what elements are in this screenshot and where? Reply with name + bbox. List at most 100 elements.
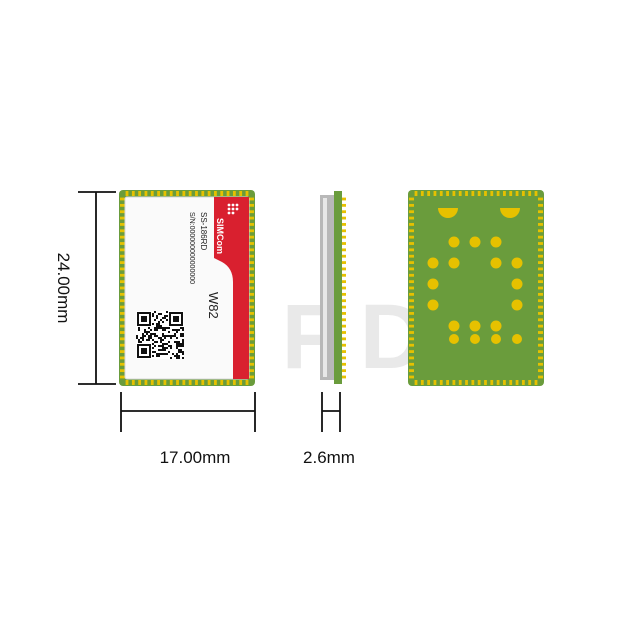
pad	[249, 261, 254, 264]
pad	[120, 369, 125, 373]
pad	[409, 350, 414, 353]
pad	[195, 191, 198, 196]
pad	[469, 236, 481, 248]
pad	[538, 350, 543, 353]
pad	[220, 191, 224, 196]
pad	[469, 320, 481, 332]
pad	[342, 286, 346, 290]
pad	[176, 191, 179, 196]
pad	[342, 267, 346, 271]
pad	[538, 254, 543, 258]
pad	[120, 292, 125, 296]
pad	[538, 216, 543, 220]
pad	[538, 305, 543, 309]
height-dimension	[78, 191, 116, 385]
pad	[342, 350, 346, 353]
pad	[449, 334, 459, 344]
pad	[491, 334, 501, 344]
pad	[538, 356, 543, 360]
pad	[120, 331, 125, 334]
pad	[433, 191, 437, 196]
pad	[232, 380, 236, 385]
pad	[409, 248, 414, 252]
pad	[249, 312, 254, 315]
height-dimension-label: 24.00mm	[54, 253, 73, 324]
model-label: W82	[206, 292, 221, 319]
thickness-dimension	[321, 392, 341, 432]
pad	[157, 191, 160, 196]
pad	[490, 236, 502, 248]
pad	[538, 267, 543, 271]
pad	[150, 191, 154, 196]
serial-line-2: S/N:000000000000000	[188, 212, 195, 284]
pad	[538, 261, 543, 264]
pad	[249, 375, 254, 379]
pad	[120, 210, 125, 214]
pad	[342, 235, 346, 239]
pad	[538, 203, 543, 207]
pad	[249, 235, 254, 239]
pad	[448, 257, 460, 269]
pad	[249, 210, 254, 214]
pad	[538, 343, 543, 347]
pad	[249, 305, 254, 309]
serial-line-1: SS-186RD	[199, 212, 208, 250]
pad	[538, 235, 543, 239]
pad	[477, 191, 481, 196]
pad	[342, 242, 346, 245]
pad	[477, 380, 481, 385]
pad	[342, 362, 346, 366]
pad	[249, 356, 254, 360]
pad	[409, 331, 414, 334]
pad	[414, 380, 418, 385]
pad	[201, 191, 205, 196]
pad	[120, 318, 125, 322]
pad	[538, 375, 543, 379]
pad	[448, 236, 460, 248]
pad	[120, 337, 125, 341]
pad	[465, 191, 468, 196]
pad	[249, 273, 254, 277]
pad	[144, 380, 148, 385]
pad	[163, 380, 167, 385]
pad	[538, 337, 543, 341]
pad	[207, 191, 211, 196]
pad	[188, 380, 192, 385]
pad	[249, 337, 254, 341]
pad	[538, 229, 543, 233]
pad	[342, 273, 346, 277]
pad	[120, 324, 125, 328]
pad	[490, 380, 494, 385]
pad	[521, 380, 525, 385]
pad	[120, 254, 125, 258]
pad	[120, 286, 125, 290]
pad	[342, 254, 346, 258]
pad	[249, 280, 254, 284]
pad	[342, 324, 346, 328]
pad	[226, 191, 230, 196]
pad	[342, 337, 346, 341]
pad	[144, 191, 148, 196]
pad	[420, 380, 424, 385]
pad	[538, 292, 543, 296]
pad	[538, 318, 543, 322]
pad	[249, 203, 254, 207]
pad	[409, 229, 414, 233]
pad	[471, 191, 475, 196]
pad	[409, 216, 414, 220]
pad	[538, 299, 543, 303]
pad	[249, 197, 254, 201]
edge-pads-side-view	[342, 197, 346, 379]
pad	[409, 197, 414, 201]
pad	[511, 299, 523, 311]
pad	[138, 380, 142, 385]
pad	[409, 299, 414, 303]
pad	[484, 191, 487, 196]
pad	[249, 248, 254, 252]
simcom-logo-icon	[227, 203, 239, 215]
pad	[342, 261, 346, 264]
corner-pad	[438, 208, 458, 218]
pad	[120, 248, 125, 252]
edge-pads-top-view	[120, 191, 254, 385]
pad	[458, 191, 462, 196]
